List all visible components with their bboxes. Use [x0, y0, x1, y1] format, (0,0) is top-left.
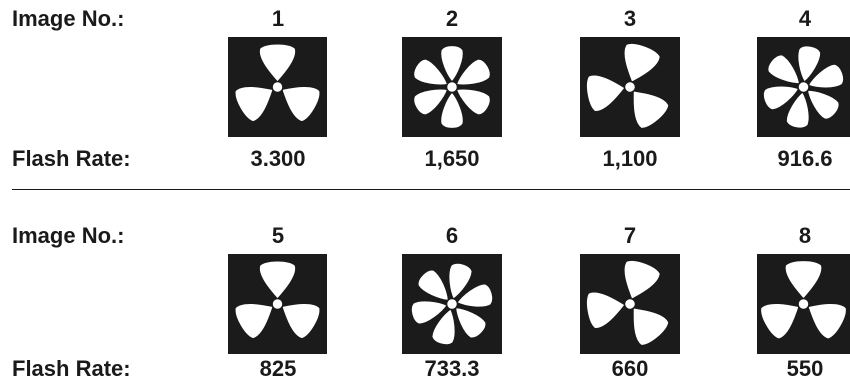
flash-rate-label-row-1: Flash Rate:	[12, 148, 131, 170]
fan-blade	[614, 257, 662, 306]
fan-blade	[799, 291, 850, 342]
image-no-label-row-1: Image No.:	[12, 8, 124, 30]
fan-blade	[273, 291, 324, 342]
image-number-2: 2	[407, 8, 497, 30]
flash-rate-label-row-2: Flash Rate:	[12, 358, 131, 380]
fan-blade	[757, 291, 808, 342]
fan-blade	[614, 40, 662, 89]
three-blade-propeller-icon	[757, 254, 850, 354]
fan-tile-3	[580, 37, 680, 137]
flash-rate-1: 3.300	[218, 148, 338, 170]
fan-blade	[231, 74, 282, 125]
flash-rate-2: 1,650	[392, 148, 512, 170]
flash-rate-5: 825	[218, 358, 338, 380]
three-blade-propeller-icon	[228, 254, 327, 354]
image-number-5: 5	[233, 225, 323, 247]
image-number-7: 7	[585, 225, 675, 247]
six-blade-fan-icon	[757, 37, 850, 137]
image-number-3: 3	[585, 8, 675, 30]
fan-blade	[259, 44, 296, 82]
fan-blade	[584, 287, 628, 330]
fan-tile-5	[228, 254, 327, 354]
fan-tile-4	[757, 37, 850, 137]
fan-blade	[231, 291, 282, 342]
image-number-6: 6	[407, 225, 497, 247]
six-blade-fan-icon	[402, 37, 502, 137]
fan-tile-6	[402, 254, 502, 354]
fan-tile-8	[757, 254, 850, 354]
flash-rate-4: 916.6	[745, 148, 850, 170]
flash-rate-3: 1,100	[570, 148, 690, 170]
fan-blade	[273, 74, 324, 125]
fan-blade	[259, 261, 296, 299]
image-no-label-row-2: Image No.:	[12, 225, 124, 247]
fan-hub	[272, 82, 283, 93]
fan-blade	[785, 261, 822, 300]
fan-tile-7	[580, 254, 680, 354]
image-number-1: 1	[233, 8, 323, 30]
three-blade-propeller-icon	[580, 37, 680, 137]
fan-blade	[584, 70, 628, 113]
fan-tile-1	[228, 37, 327, 137]
fan-hub	[798, 299, 809, 310]
six-blade-fan-icon	[402, 254, 502, 354]
three-blade-propeller-icon	[228, 37, 327, 137]
fan-hub	[447, 82, 458, 93]
flash-rate-8: 550	[745, 358, 850, 380]
fan-hub	[272, 299, 283, 310]
image-number-4: 4	[760, 8, 850, 30]
row-divider	[12, 189, 850, 190]
three-blade-propeller-icon	[580, 254, 680, 354]
flash-rate-6: 733.3	[392, 358, 512, 380]
image-number-8: 8	[760, 225, 850, 247]
flash-rate-7: 660	[570, 358, 690, 380]
fan-tile-2	[402, 37, 502, 137]
